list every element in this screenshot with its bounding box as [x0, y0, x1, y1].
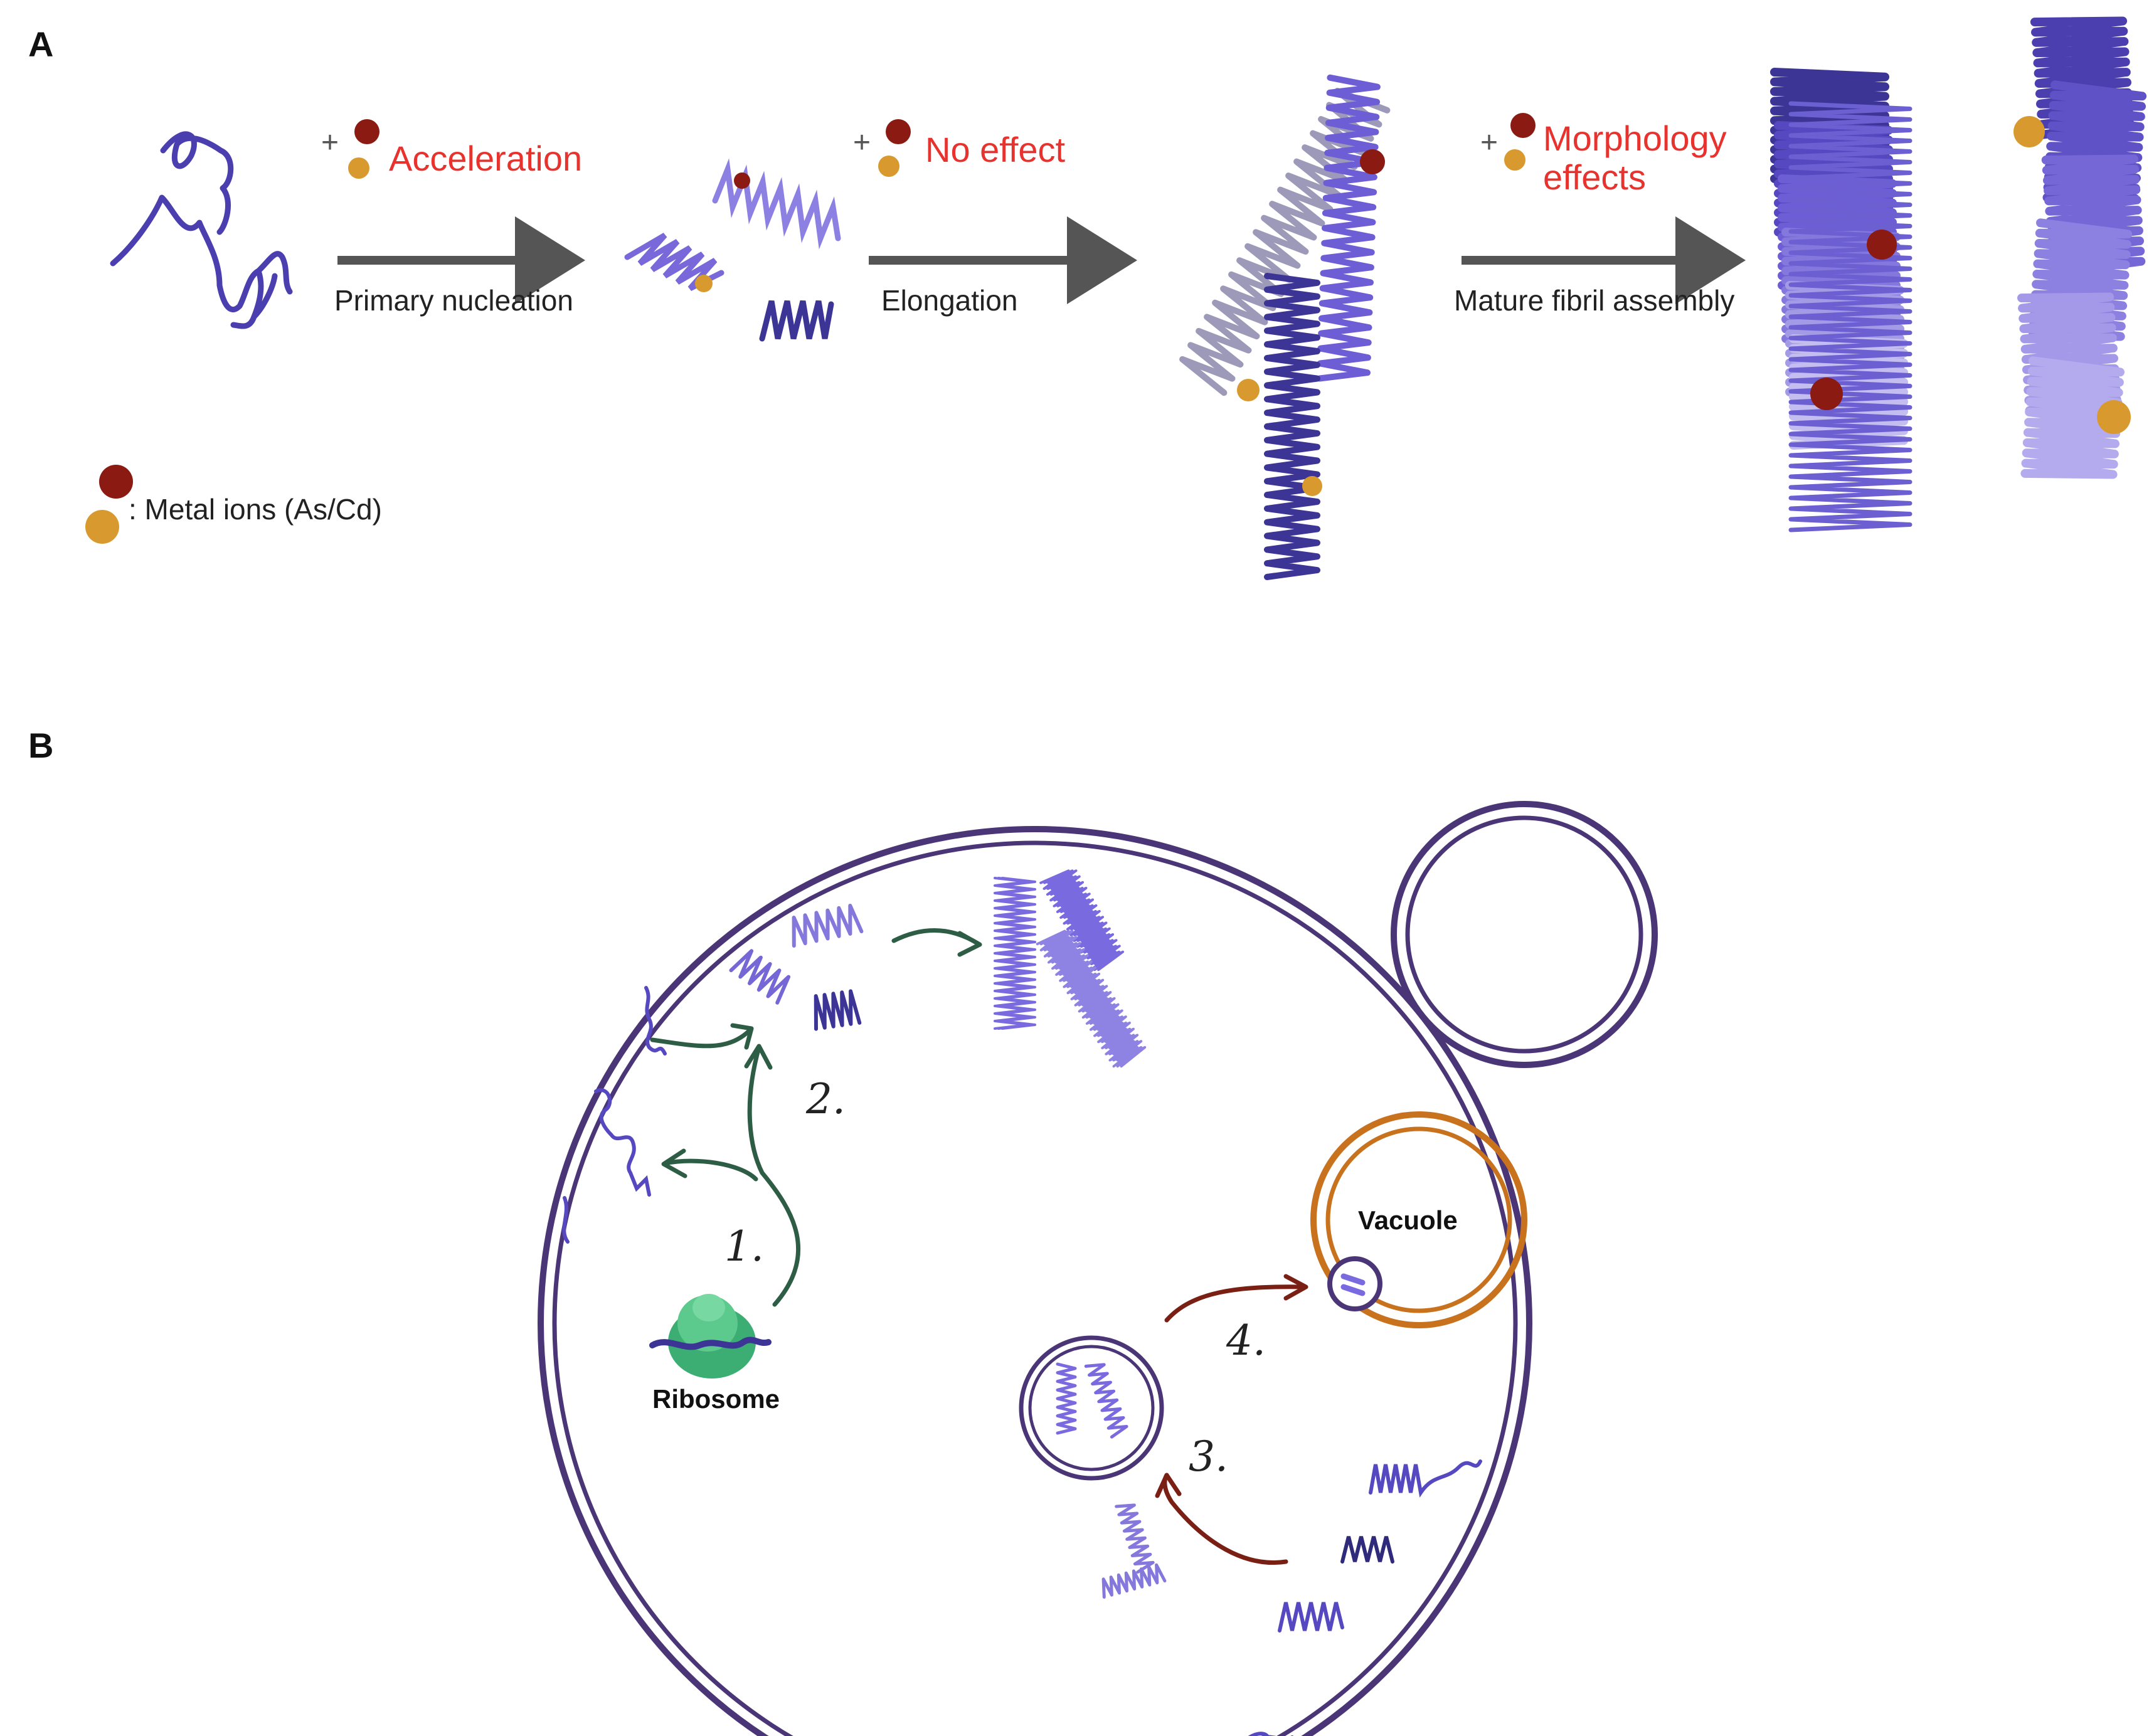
ribosome-icon — [649, 1294, 772, 1379]
cell-mature-fibril — [1001, 877, 1036, 1030]
effect-morphology-line: Morphology — [1543, 119, 1727, 158]
fibril-mid — [1316, 74, 1381, 382]
metal-ion-red — [354, 119, 379, 144]
effect-acceleration: Acceleration — [389, 139, 582, 178]
plus-sign-3: + — [1480, 126, 1498, 159]
mature-fibrils — [1770, 16, 2147, 532]
caption-elongation: Elongation — [881, 284, 1017, 317]
caption-primary-nucleation: Primary nucleation — [334, 284, 573, 317]
autophagosome-fibrils — [1056, 1362, 1128, 1439]
yeast-bud — [1391, 801, 1658, 1068]
bound-ion-orange — [2013, 116, 2045, 147]
panel-b: B Vacuole — [28, 726, 1658, 1736]
cell-oligomer — [792, 904, 864, 948]
legend-ion-orange — [85, 510, 119, 544]
cell-fragment — [1101, 1563, 1167, 1599]
bound-ion-orange — [1302, 476, 1322, 496]
metal-ion-red — [886, 119, 911, 144]
step-number-1: 1. — [724, 1222, 764, 1271]
bound-ion-orange — [2097, 400, 2131, 434]
arrow-to-vacuole — [1164, 1284, 1307, 1323]
cell-mature-fibril — [1043, 869, 1121, 971]
cell-oligomer — [729, 949, 791, 1005]
panel-a-label: A — [28, 24, 53, 64]
bound-ion-red — [1810, 378, 1843, 410]
arrow-ribosome-to-nucleation — [747, 1045, 801, 1307]
oligomer-dark — [759, 300, 834, 342]
effect-no-effect: No effect — [925, 130, 1066, 169]
metal-ion-red — [1510, 113, 1536, 138]
arrow-to-autophagosome — [1162, 1473, 1288, 1565]
plus-sign-1: + — [321, 126, 339, 159]
bound-ion-red — [734, 172, 750, 189]
panel-b-label: B — [28, 726, 53, 765]
caption-mature-fibril-assembly: Mature fibril assembly — [1454, 284, 1734, 317]
ribosome-label: Ribosome — [652, 1384, 780, 1414]
cell-mature-fibril — [1047, 869, 1125, 971]
cell-mature-fibril — [1043, 929, 1147, 1068]
oligomer-mid — [624, 233, 724, 292]
vacuole-label: Vacuole — [1358, 1205, 1458, 1235]
yeast-cell — [538, 826, 1532, 1736]
step-number-4: 4. — [1226, 1316, 1266, 1365]
mature-fibril-core — [1788, 101, 1913, 532]
red-arrows — [1155, 1274, 1308, 1565]
panel-a: A Primary nucleation + Acceleration Elon… — [28, 16, 2147, 580]
vesicle-small — [1327, 1256, 1382, 1311]
fibril-dark — [1264, 273, 1320, 580]
oligomer-light — [712, 158, 841, 250]
autophagosome-fibril — [1084, 1363, 1128, 1439]
metal-ion-orange — [1504, 149, 1525, 171]
metal-ion-orange — [878, 156, 899, 177]
effect-morphology-line: effects — [1543, 157, 1646, 197]
monomer-coil — [110, 131, 293, 329]
legend-ion-red — [99, 465, 133, 499]
cell-oligomer — [814, 989, 862, 1031]
autophagosome-fibril — [1056, 1362, 1077, 1435]
legend-label: : Metal ions (As/Cd) — [129, 493, 382, 526]
arrow-membrane-to-oligomers — [650, 1026, 754, 1049]
arrow-ribosome-to-membrane — [662, 1158, 758, 1182]
plus-sign-2: + — [853, 126, 871, 159]
vacuole — [1310, 1111, 1527, 1328]
elongating-fibrils — [1179, 74, 1391, 580]
oligomer-group-a — [624, 158, 841, 342]
autophagosome — [1019, 1335, 1164, 1481]
bound-ion-red — [1360, 149, 1385, 174]
membrane-coils — [562, 986, 1482, 1736]
bound-ion-red — [1867, 230, 1897, 260]
step-number-3: 3. — [1189, 1432, 1228, 1481]
legend: : Metal ions (As/Cd) — [85, 465, 382, 544]
cytoplasmic-fibrils — [729, 869, 1167, 1599]
bound-ion-orange — [1237, 379, 1260, 401]
bound-ion-orange — [695, 275, 713, 292]
step-number-2: 2. — [805, 1075, 846, 1123]
cell-fragment — [1115, 1503, 1155, 1574]
metal-ion-orange — [348, 157, 369, 179]
green-arrows — [650, 928, 982, 1307]
cell-mature-fibril — [1039, 869, 1117, 971]
